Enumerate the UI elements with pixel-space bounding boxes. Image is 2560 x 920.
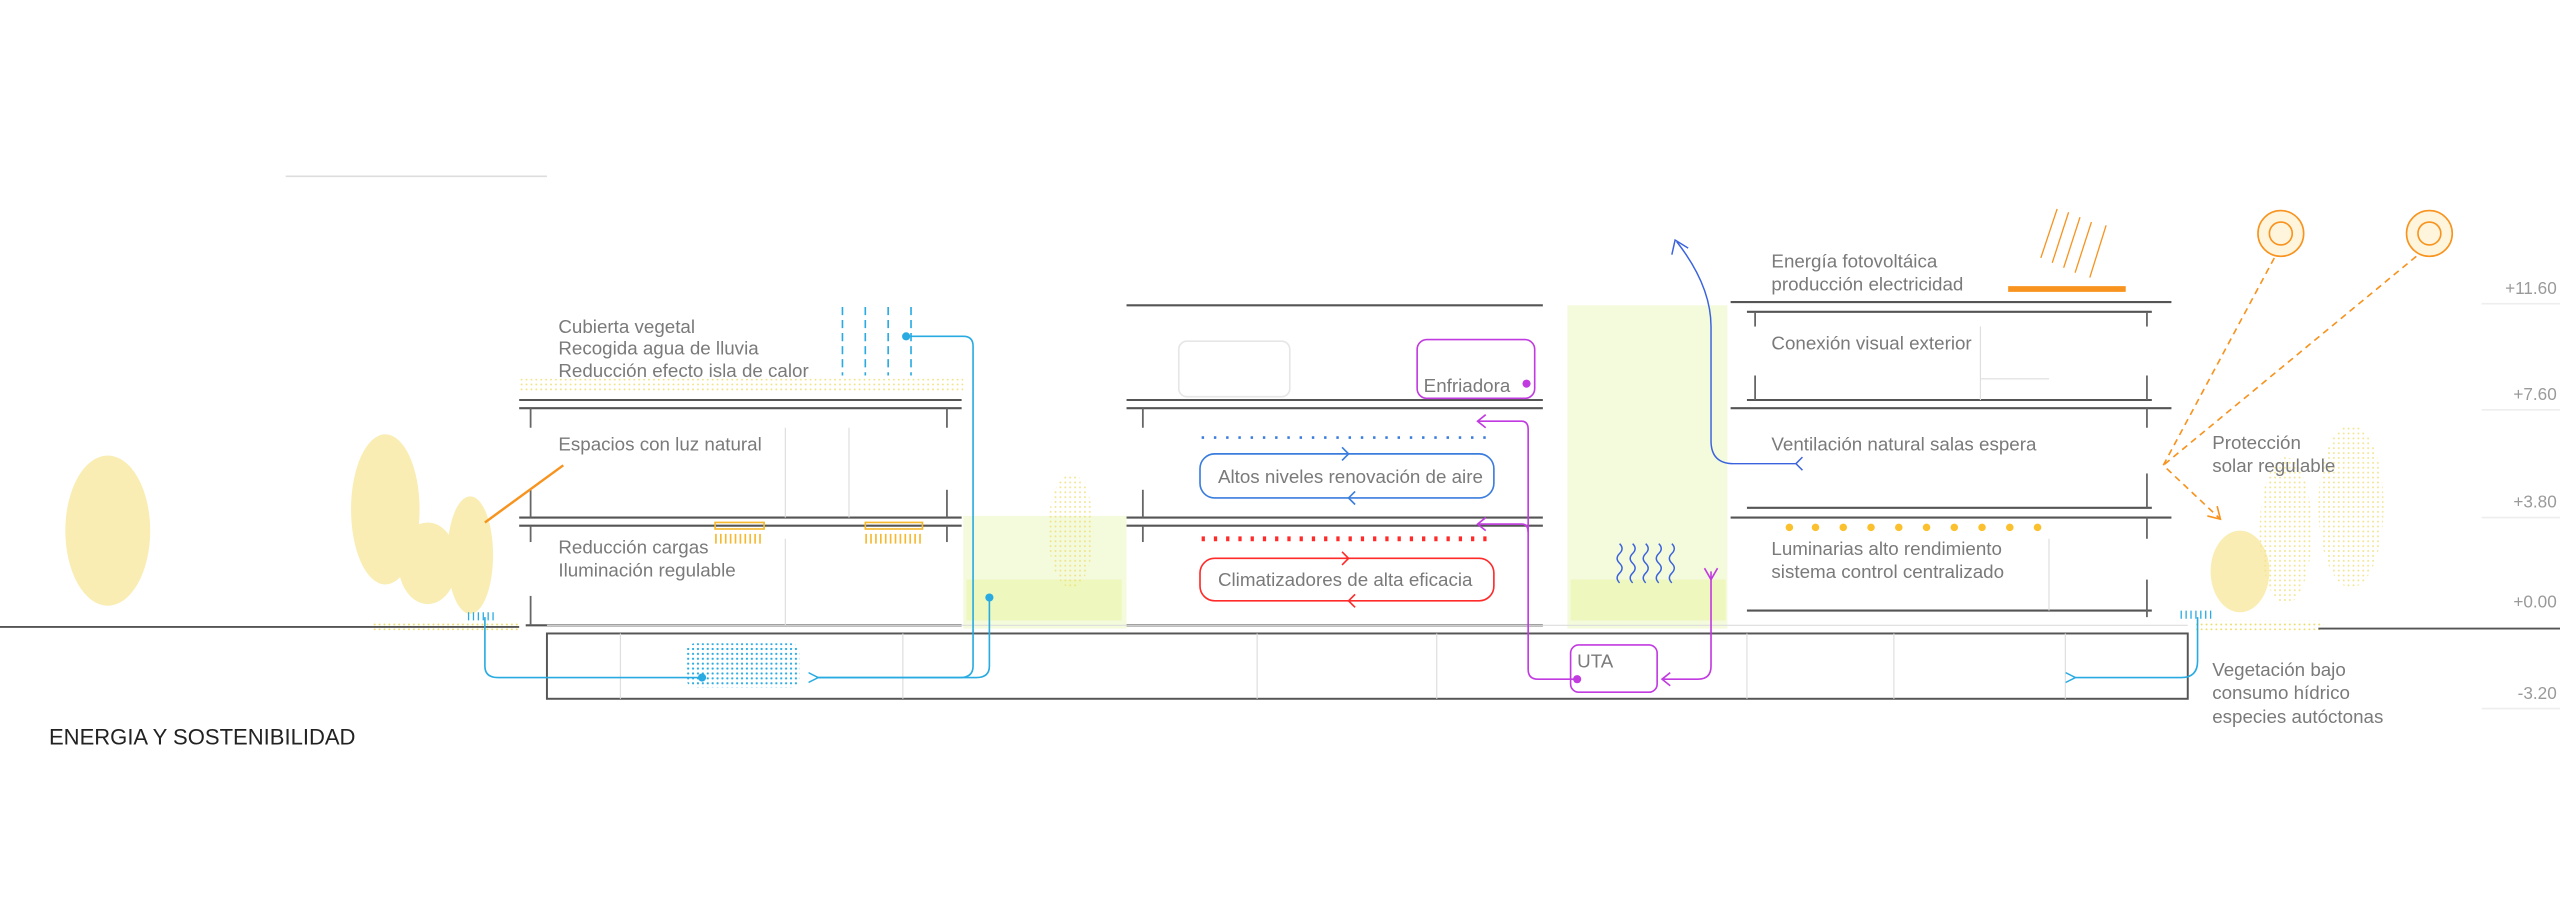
label-photovoltaic-2: producción electricidad	[1771, 274, 1963, 295]
basement	[545, 624, 2189, 700]
label-load-reduction-2: Iluminación regulable	[558, 559, 735, 580]
label-visual-connection: Conexión visual exterior	[1771, 332, 1971, 353]
label-vegetation-2: consumo hídrico	[2212, 682, 2350, 703]
tree	[447, 496, 494, 614]
level-label: +7.60	[2513, 384, 2556, 404]
hvac-loop	[1199, 536, 1495, 608]
atrium	[1567, 305, 1728, 629]
luminaires	[1785, 523, 2042, 532]
vegetation-areas	[372, 305, 2324, 631]
label-uta: UTA	[1577, 651, 1614, 672]
tree	[2259, 457, 2312, 605]
label-natural-ventilation: Ventilación natural salas espera	[1771, 434, 2037, 455]
wave-icon	[1616, 543, 1676, 584]
diagram-title: ENERGIA Y SOSTENIBILIDAD	[49, 724, 356, 749]
tree	[2318, 424, 2384, 588]
water-tank	[685, 643, 800, 688]
rain-icon	[841, 306, 912, 376]
label-natural-light: Espacios con luz natural	[558, 434, 761, 455]
level-label: +0.00	[2513, 591, 2556, 611]
ground	[0, 625, 2560, 630]
tree	[65, 455, 151, 606]
label-vegetation-3: especies autóctonas	[2212, 706, 2383, 727]
natural-ventilation	[1616, 238, 1803, 584]
level-label: +11.60	[2505, 278, 2557, 298]
label-load-reduction-1: Reducción cargas	[558, 536, 708, 557]
chiller-system	[1416, 338, 1719, 694]
level-label: +3.80	[2513, 492, 2556, 512]
tree	[2210, 530, 2270, 613]
label-photovoltaic-1: Energía fotovoltáica	[1771, 251, 1937, 272]
chiller-box	[1416, 338, 1536, 400]
tree	[398, 522, 458, 605]
air-renewal-loop	[1199, 436, 1495, 506]
label-solar-protection-2: solar regulable	[2212, 455, 2335, 476]
level-label: -3.20	[2518, 683, 2557, 703]
label-green-roof-1: Cubierta vegetal	[558, 316, 695, 337]
daylight-ray	[484, 464, 564, 524]
sprinkler-icon	[467, 612, 494, 621]
sun-ray-dashed	[2162, 255, 2417, 520]
rainwater-system	[467, 306, 2212, 688]
sun-icon	[2405, 209, 2454, 258]
label-luminaires-2: sistema control centralizado	[1771, 561, 2004, 582]
courtyard-pipe	[816, 597, 991, 679]
building-middle	[1126, 304, 1543, 627]
grass-right	[2195, 620, 2324, 631]
building-right	[1730, 300, 2172, 618]
label-green-roof-3: Reducción efecto isla de calor	[558, 360, 808, 381]
irrigation-pipe-right	[2073, 617, 2199, 677]
label-vegetation-1: Vegetación bajo	[2212, 659, 2346, 680]
label-hvac: Climatizadores de alta eficacia	[1218, 569, 1473, 590]
irrigation-pipe-left	[484, 617, 703, 679]
label-green-roof-2: Recogida agua de lluvia	[558, 337, 759, 358]
label-chiller: Enfriadora	[1424, 375, 1511, 396]
uta-box	[1569, 644, 1658, 694]
green-roof	[519, 378, 964, 392]
sprinkler-icon	[2180, 610, 2212, 619]
sun-icon	[2257, 209, 2305, 258]
label-air-renewal: Altos niveles renovación de aire	[1218, 466, 1483, 487]
atrium-plants	[1570, 579, 1726, 621]
level-markers: +11.60 +7.60 +3.80 +0.00 -3.20	[2481, 278, 2560, 710]
sun-rays-icon	[2040, 208, 2107, 278]
tree	[1048, 473, 1094, 588]
label-solar-protection-1: Protección	[2212, 432, 2301, 453]
label-luminaires-1: Luminarias alto rendimiento	[1771, 538, 2002, 559]
trees	[65, 424, 2384, 614]
